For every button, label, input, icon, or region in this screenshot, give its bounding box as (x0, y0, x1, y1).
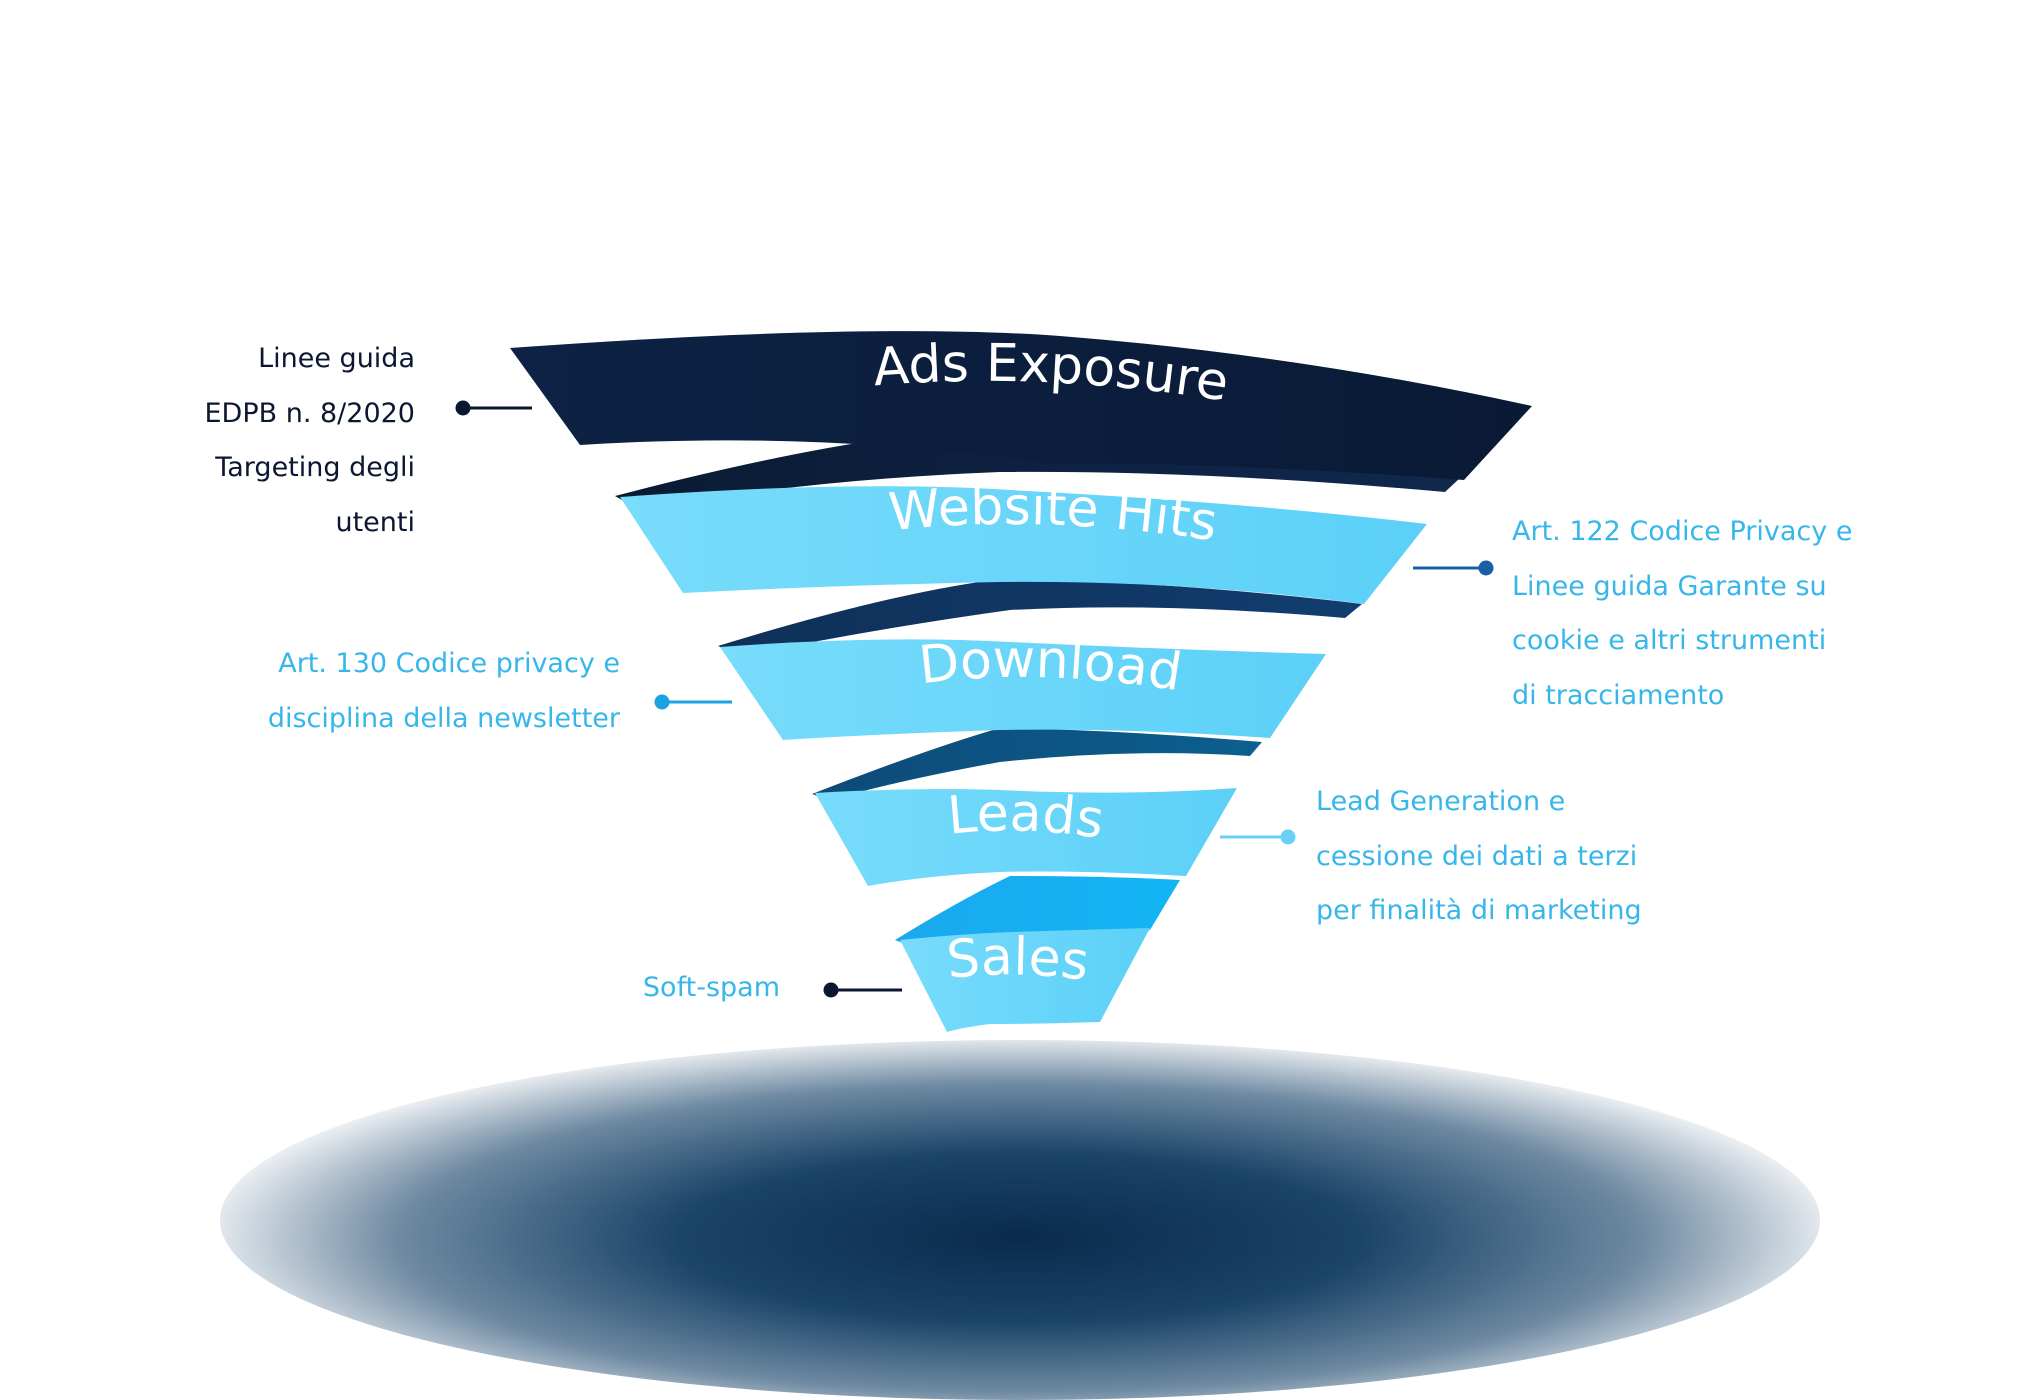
note-edpb-guidelines: Linee guida EDPB n. 8/2020 Targeting deg… (204, 343, 415, 538)
connector-lead-gen (1220, 829, 1296, 845)
note-art130-newsletter: Art. 130 Codice privacy e disciplina del… (267, 648, 620, 734)
connector-edpb (455, 400, 532, 416)
funnel-graphic: Ads Exposure Website Hits Download Leads… (455, 331, 1532, 1032)
funnel-diagram: Ads Exposure Website Hits Download Leads… (204, 331, 1853, 1400)
funnel-back-face-3 (812, 728, 1262, 800)
stage-label-leads: Leads (945, 783, 1107, 851)
note-soft-spam: Soft-spam (642, 972, 780, 1003)
funnel-band-website-hits (620, 486, 1427, 604)
funnel-band-sales (900, 928, 1150, 1032)
funnel-back-face-2 (718, 578, 1362, 656)
connector-art122 (1413, 560, 1494, 576)
note-lead-generation: Lead Generation e cessione dei dati a te… (1316, 786, 1642, 926)
funnel-band-download (720, 639, 1326, 740)
note-art122-cookie-guidelines: Art. 122 Codice Privacy e Linee guida Ga… (1512, 516, 1853, 711)
funnel-band-leads (815, 788, 1237, 886)
funnel-band-ads-exposure (510, 331, 1532, 480)
connector-art130 (654, 694, 732, 710)
stage-label-sales: Sales (944, 927, 1092, 993)
connector-soft-spam (823, 982, 902, 998)
